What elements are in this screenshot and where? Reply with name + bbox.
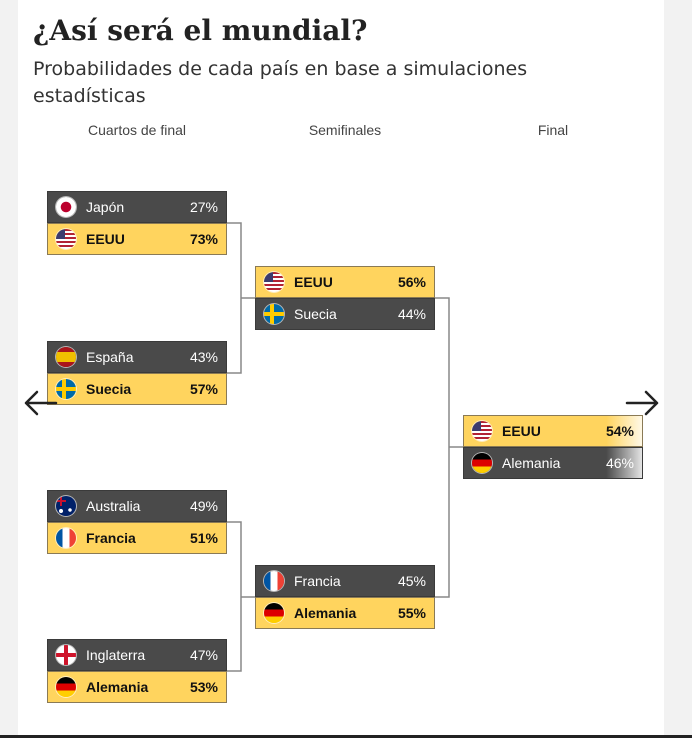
- team-name: España: [86, 349, 134, 365]
- flag-sweden-icon: [56, 379, 76, 399]
- flag-france-icon: [56, 528, 76, 548]
- team-row-usa: EEUU 54%: [463, 415, 643, 447]
- flag-sweden-icon: [264, 304, 284, 324]
- team-row-england: Inglaterra 47%: [47, 639, 227, 671]
- team-name: Alemania: [86, 679, 149, 695]
- team-name: Alemania: [294, 605, 357, 621]
- round-label-semifinals: Semifinales: [308, 122, 382, 138]
- team-name: EEUU: [294, 274, 333, 290]
- team-name: EEUU: [502, 423, 541, 439]
- win-probability: 57%: [189, 381, 218, 397]
- arrow-right-icon[interactable]: [625, 390, 661, 416]
- team-row-usa: EEUU 73%: [47, 223, 227, 255]
- team-row-sweden: Suecia 44%: [255, 298, 435, 330]
- round-label-quarterfinals: Cuartos de final: [87, 122, 187, 138]
- team-row-sweden: Suecia 57%: [47, 373, 227, 405]
- win-probability: 55%: [397, 605, 426, 621]
- page-title: ¿Así será el mundial?: [33, 14, 368, 47]
- win-probability: 47%: [189, 647, 218, 663]
- team-name: Inglaterra: [86, 647, 146, 663]
- bottom-divider: [0, 735, 692, 738]
- flag-germany-icon: [264, 603, 284, 623]
- team-name: Francia: [86, 530, 136, 546]
- team-row-france: Francia 51%: [47, 522, 227, 554]
- flag-usa-icon: [472, 421, 492, 441]
- team-row-germany: Alemania 46%: [463, 447, 643, 479]
- bracket-panel: ¿Así será el mundial? Probabilidades de …: [18, 0, 664, 735]
- team-row-usa: EEUU 56%: [255, 266, 435, 298]
- team-name: Australia: [86, 498, 141, 514]
- flag-france-icon: [264, 571, 284, 591]
- team-row-australia: Australia 49%: [47, 490, 227, 522]
- win-probability: 53%: [189, 679, 218, 695]
- arrow-left-icon[interactable]: [22, 390, 58, 416]
- win-probability: 51%: [189, 530, 218, 546]
- round-label-final: Final: [537, 122, 569, 138]
- win-probability: 45%: [397, 573, 426, 589]
- flag-australia-icon: [56, 496, 76, 516]
- flag-germany-icon: [472, 453, 492, 473]
- team-name: Japón: [86, 199, 125, 215]
- win-probability: 43%: [189, 349, 218, 365]
- win-probability: 54%: [605, 423, 634, 439]
- team-row-japan: Japón 27%: [47, 191, 227, 223]
- team-row-france: Francia 45%: [255, 565, 435, 597]
- team-name: Francia: [294, 573, 341, 589]
- win-probability: 27%: [189, 199, 218, 215]
- team-row-spain: España 43%: [47, 341, 227, 373]
- page-subtitle: Probabilidades de cada país en base a si…: [33, 58, 528, 107]
- flag-germany-icon: [56, 677, 76, 697]
- team-name: Suecia: [294, 306, 337, 322]
- win-probability: 73%: [189, 231, 218, 247]
- team-name: EEUU: [86, 231, 125, 247]
- win-probability: 46%: [605, 455, 634, 471]
- win-probability: 49%: [189, 498, 218, 514]
- connector-qf-bottom: [227, 521, 255, 672]
- win-probability: 44%: [397, 306, 426, 322]
- team-name: Suecia: [86, 381, 132, 397]
- flag-japan-icon: [56, 197, 76, 217]
- flag-spain-icon: [56, 347, 76, 367]
- flag-usa-icon: [56, 229, 76, 249]
- flag-usa-icon: [264, 272, 284, 292]
- flag-england-icon: [56, 645, 76, 665]
- team-row-germany: Alemania 55%: [255, 597, 435, 629]
- connector-semis: [435, 297, 463, 598]
- team-row-germany: Alemania 53%: [47, 671, 227, 703]
- connector-qf-top: [227, 222, 255, 374]
- team-name: Alemania: [502, 455, 561, 471]
- win-probability: 56%: [397, 274, 426, 290]
